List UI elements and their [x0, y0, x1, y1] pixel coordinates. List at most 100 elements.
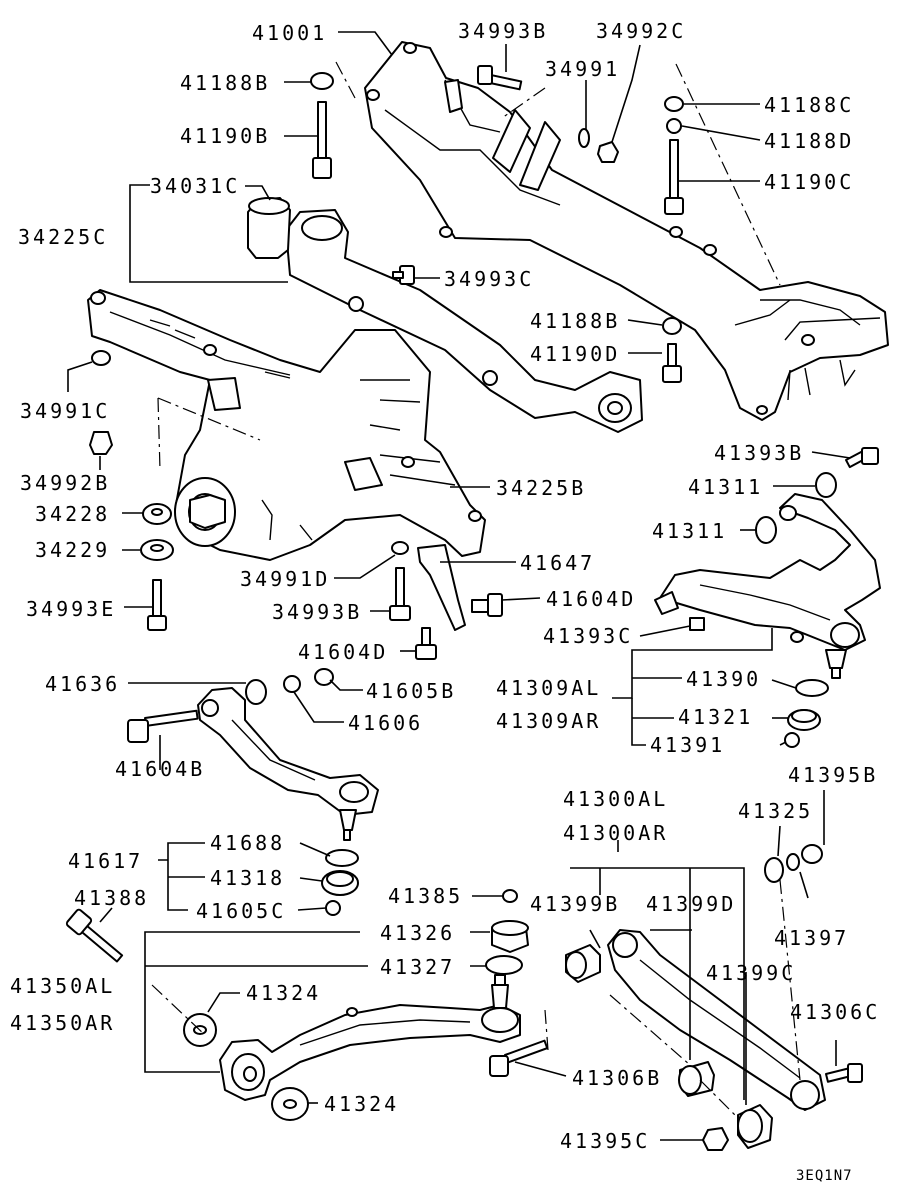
label-41604D-b[interactable]: 41604D [298, 640, 388, 664]
bracket-41647 [391, 541, 466, 631]
label-41388[interactable]: 41388 [74, 886, 149, 910]
label-41326[interactable]: 41326 [380, 921, 455, 945]
label-34993B-low[interactable]: 34993B [272, 600, 362, 624]
bolt-41604D-a [471, 593, 503, 617]
alignment-lines [151, 61, 801, 1119]
crossmember-41001 [364, 41, 889, 421]
label-41604D-a[interactable]: 41604D [546, 587, 636, 611]
label-41190D[interactable]: 41190D [530, 342, 620, 366]
label-41604B[interactable]: 41604B [115, 757, 205, 781]
label-41324-b[interactable]: 41324 [324, 1092, 399, 1116]
bolt-41604D-b [415, 627, 437, 660]
nut-41385 [502, 889, 518, 903]
label-34992C[interactable]: 34992C [596, 19, 686, 43]
label-41385[interactable]: 41385 [388, 884, 463, 908]
bushing-41399B [565, 944, 601, 983]
bushing-41311-b [755, 516, 777, 544]
label-34991C[interactable]: 34991C [20, 399, 110, 423]
label-41393B[interactable]: 41393B [714, 441, 804, 465]
boot-41321 [787, 709, 821, 731]
bolt-41393C [689, 617, 705, 631]
label-41390[interactable]: 41390 [686, 667, 761, 691]
bolt-34993E [147, 579, 167, 631]
label-41605C[interactable]: 41605C [196, 899, 286, 923]
label-34225B[interactable]: 34225B [496, 476, 586, 500]
label-41395B[interactable]: 41395B [788, 763, 878, 787]
label-41311-b[interactable]: 41311 [652, 519, 727, 543]
label-41606[interactable]: 41606 [348, 711, 423, 735]
label-34225C[interactable]: 34225C [18, 225, 108, 249]
label-34229[interactable]: 34229 [35, 538, 110, 562]
label-41001[interactable]: 41001 [252, 21, 327, 45]
washer-34229 [140, 539, 174, 561]
washer-41188B-mid [662, 317, 682, 335]
washer-41324-b [271, 1087, 309, 1121]
label-41393C[interactable]: 41393C [543, 624, 633, 648]
bolt-41604B [127, 709, 199, 743]
label-41300AL[interactable]: 41300AL [563, 787, 668, 811]
label-41350AR[interactable]: 41350AR [10, 1011, 115, 1035]
bushing-41399C [737, 1104, 773, 1149]
label-34993E[interactable]: 34993E [26, 597, 116, 621]
bushing-41311-a [815, 472, 837, 498]
bolt-41306B [489, 1039, 549, 1077]
bushing-41326 [491, 920, 529, 953]
label-41636[interactable]: 41636 [45, 672, 120, 696]
bolt-34993B [477, 65, 523, 91]
differential-housing [87, 289, 486, 561]
label-41617[interactable]: 41617 [68, 849, 143, 873]
label-41647[interactable]: 41647 [520, 551, 595, 575]
washer-34991C [91, 350, 111, 366]
nut-41395B [801, 844, 823, 864]
upper-arm-41309 [654, 493, 881, 651]
label-41311-a[interactable]: 41311 [688, 475, 763, 499]
label-41190B[interactable]: 41190B [180, 124, 270, 148]
label-41399B[interactable]: 41399B [530, 892, 620, 916]
label-34993B[interactable]: 34993B [458, 19, 548, 43]
label-34991D[interactable]: 34991D [240, 567, 330, 591]
label-34993C[interactable]: 34993C [444, 267, 534, 291]
bolt-34993C [392, 265, 415, 285]
label-34991[interactable]: 34991 [545, 57, 620, 81]
label-41190C[interactable]: 41190C [764, 170, 854, 194]
bushing-34031C [247, 197, 291, 259]
label-41327[interactable]: 41327 [380, 955, 455, 979]
label-41188C[interactable]: 41188C [764, 93, 854, 117]
label-41350AL[interactable]: 41350AL [10, 974, 115, 998]
nut-34992B [89, 431, 113, 455]
label-41306C[interactable]: 41306C [790, 1000, 880, 1024]
label-41318[interactable]: 41318 [210, 866, 285, 890]
label-41325[interactable]: 41325 [738, 799, 813, 823]
label-41188B-top[interactable]: 41188B [180, 71, 270, 95]
lower-arm-41350 [219, 974, 521, 1101]
washer-41397 [786, 853, 800, 871]
label-41399C[interactable]: 41399C [706, 961, 796, 985]
label-41321[interactable]: 41321 [678, 705, 753, 729]
ring-41390 [795, 679, 829, 697]
nut-41605B [314, 668, 334, 686]
label-41309AL[interactable]: 41309AL [496, 676, 601, 700]
label-41300AR[interactable]: 41300AR [563, 821, 668, 845]
part-labels: 41001 34993B 34992C 41188B 34991 41188C … [10, 19, 880, 1184]
nut-34992C [597, 141, 619, 163]
label-41397[interactable]: 41397 [774, 926, 849, 950]
label-41399D[interactable]: 41399D [646, 892, 736, 916]
nut-41391 [784, 732, 800, 748]
bolt-41306C [825, 1063, 863, 1083]
ring-41688 [325, 849, 359, 867]
label-41188B-mid[interactable]: 41188B [530, 309, 620, 333]
label-41605B[interactable]: 41605B [366, 679, 456, 703]
label-41391[interactable]: 41391 [650, 733, 725, 757]
label-41309AR[interactable]: 41309AR [496, 709, 601, 733]
label-34992B[interactable]: 34992B [20, 471, 110, 495]
label-41688[interactable]: 41688 [210, 831, 285, 855]
label-41395C[interactable]: 41395C [560, 1129, 650, 1153]
label-34228[interactable]: 34228 [35, 502, 110, 526]
label-41188D[interactable]: 41188D [764, 129, 854, 153]
label-34031C[interactable]: 34031C [150, 174, 240, 198]
label-41324-a[interactable]: 41324 [246, 981, 321, 1005]
label-41306B[interactable]: 41306B [572, 1066, 662, 1090]
boot-41318 [321, 870, 359, 896]
bolt-41190B [312, 101, 332, 179]
